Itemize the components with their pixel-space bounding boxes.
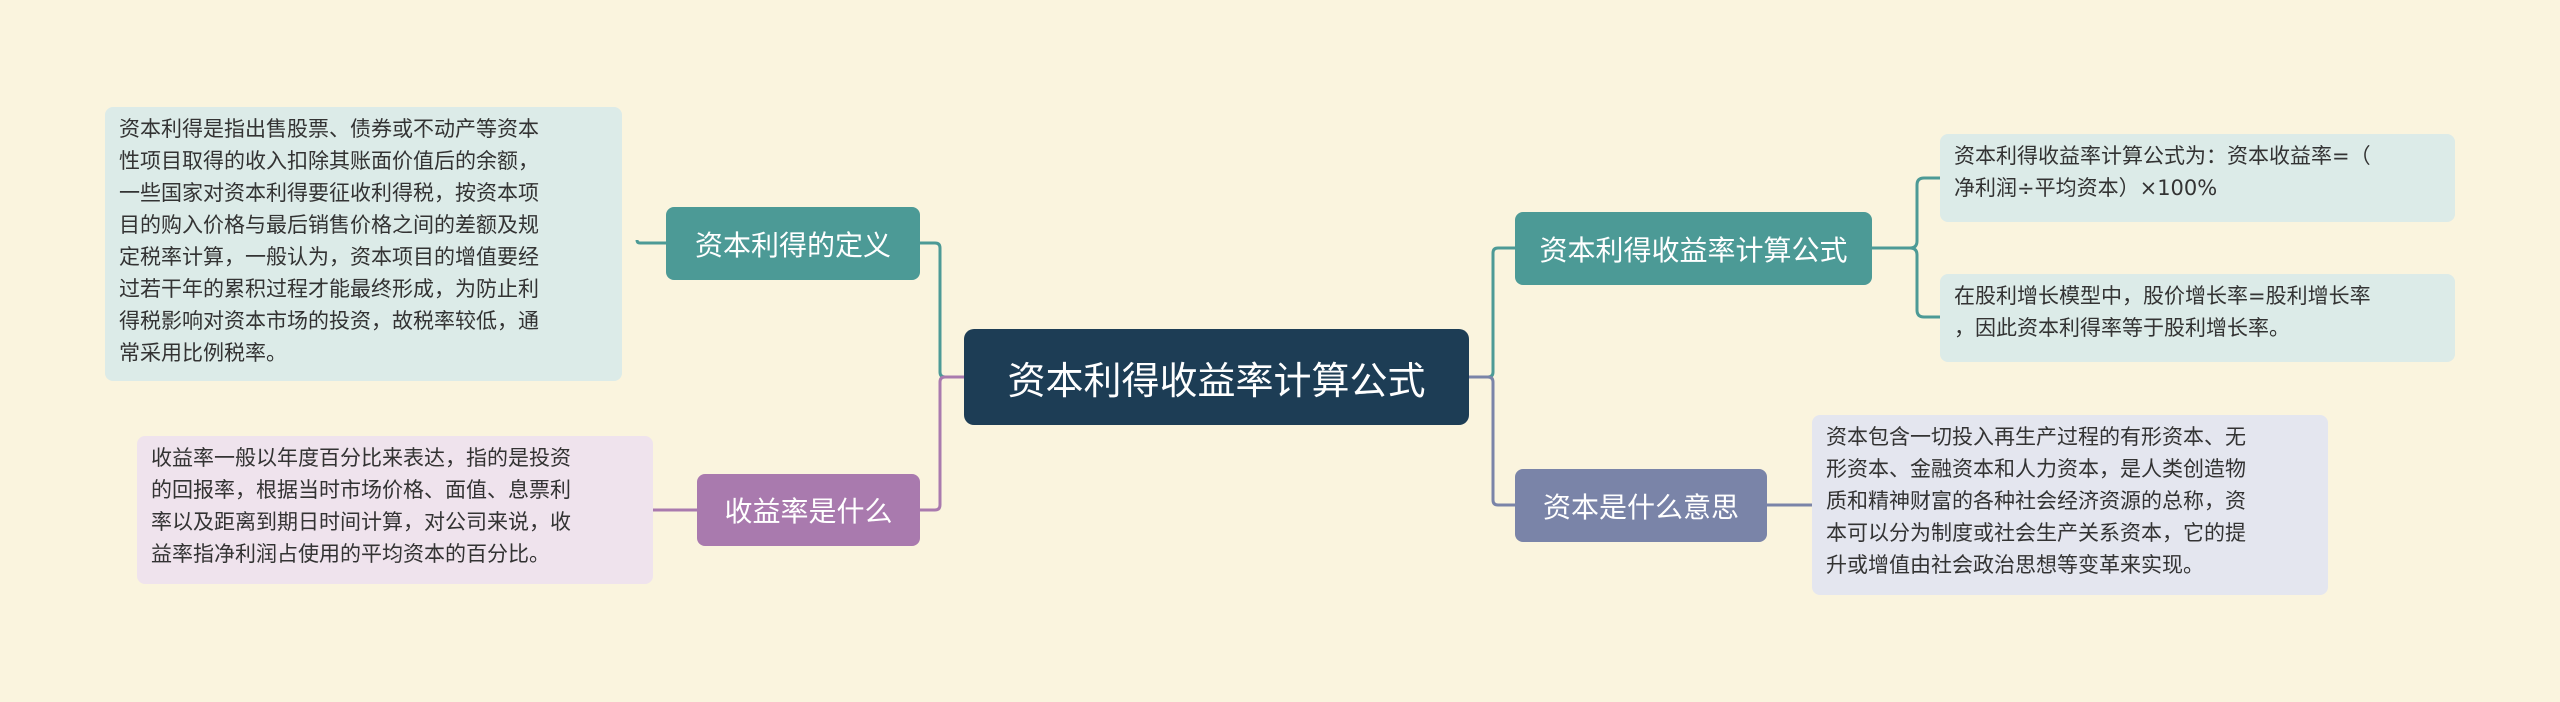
note-growth-model: 在股利增长模型中，股价增长率=股利增长率 ，因此资本利得率等于股利增长率。: [1940, 274, 2455, 362]
branch-formula[interactable]: 资本利得收益率计算公式: [1515, 212, 1872, 285]
root-topic[interactable]: 资本利得收益率计算公式: [964, 329, 1469, 425]
branch-label: 收益率是什么: [724, 495, 893, 528]
note-line: 性项目取得的收入扣除其账面价值后的余额，: [119, 149, 539, 173]
note-line: 常采用比例税率。: [119, 341, 287, 365]
note-line: 收益率一般以年度百分比来表达，指的是投资: [151, 446, 571, 470]
connector-root-yield: [920, 375, 964, 512]
note-line: ，因此资本利得率等于股利增长率。: [1954, 316, 2290, 340]
note-line: 得税影响对资本市场的投资，故税率较低，通: [119, 309, 539, 333]
branch-capital-meaning[interactable]: 资本是什么意思: [1515, 469, 1767, 542]
note-line: 在股利增长模型中，股价增长率=股利增长率: [1954, 284, 2371, 308]
connector-root-definition: [920, 241, 964, 379]
note-line: 本可以分为制度或社会生产关系资本，它的提: [1826, 521, 2246, 545]
note-line: 资本利得收益率计算公式为：资本收益率=（: [1954, 144, 2371, 168]
note-line: 过若干年的累积过程才能最终形成，为防止利: [119, 277, 539, 301]
note-line: 资本利得是指出售股票、债券或不动产等资本: [119, 117, 539, 141]
connector-formula-note1: [1872, 176, 1940, 250]
note-what-is-yield: 收益率一般以年度百分比来表达，指的是投资 的回报率，根据当时市场价格、面值、息票…: [137, 436, 653, 584]
note-line: 升或增值由社会政治思想等变革来实现。: [1826, 553, 2204, 577]
branch-capital-gain-definition[interactable]: 资本利得的定义: [666, 207, 920, 280]
branch-label: 资本利得收益率计算公式: [1539, 233, 1848, 267]
connector-root-formula: [1469, 246, 1515, 379]
note-line: 率以及距离到期日时间计算，对公司来说，收: [151, 510, 571, 534]
note-line: 定税率计算，一般认为，资本项目的增值要经: [119, 245, 539, 269]
connector-root-capital: [1469, 375, 1515, 507]
note-line: 质和精神财富的各种社会经济资源的总称，资: [1826, 489, 2246, 513]
connector-formula-note2: [1872, 246, 1940, 319]
note-line: 净利润÷平均资本）×100%: [1954, 176, 2218, 200]
branch-label: 资本是什么意思: [1542, 490, 1739, 524]
note-line: 资本包含一切投入再生产过程的有形资本、无: [1826, 425, 2246, 449]
connector-definition-note: [635, 239, 666, 245]
branch-what-is-yield[interactable]: 收益率是什么: [697, 474, 920, 546]
root-topic-label: 资本利得收益率计算公式: [1007, 358, 1426, 403]
note-line: 的回报率，根据当时市场价格、面值、息票利: [151, 478, 571, 502]
note-line: 益率指净利润占使用的平均资本的百分比。: [151, 542, 550, 566]
note-line: 形资本、金融资本和人力资本，是人类创造物: [1826, 457, 2246, 481]
branch-label: 资本利得的定义: [694, 228, 891, 262]
note-line: 一些国家对资本利得要征收利得税，按资本项: [119, 181, 539, 205]
note-capital-gain-definition: 资本利得是指出售股票、债券或不动产等资本 性项目取得的收入扣除其账面价值后的余额…: [105, 107, 622, 381]
note-formula: 资本利得收益率计算公式为：资本收益率=（ 净利润÷平均资本）×100%: [1940, 134, 2455, 222]
note-line: 目的购入价格与最后销售价格之间的差额及规: [119, 213, 539, 237]
note-capital-meaning: 资本包含一切投入再生产过程的有形资本、无 形资本、金融资本和人力资本，是人类创造…: [1812, 415, 2328, 595]
